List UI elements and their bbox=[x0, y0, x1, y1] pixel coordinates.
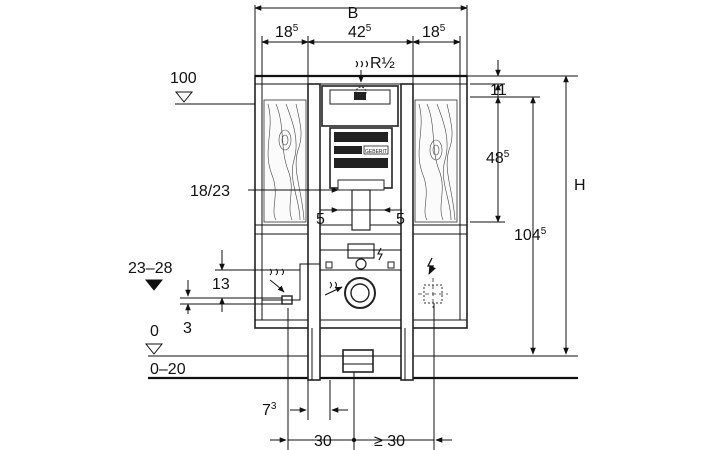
wood-board-left bbox=[263, 99, 307, 223]
brand-label: GEBERIT bbox=[365, 149, 387, 155]
electric-icon bbox=[426, 257, 436, 275]
thread-label: R½ bbox=[370, 55, 395, 72]
dim-30: 30 bbox=[314, 433, 332, 450]
dim-total-height: 1045 bbox=[514, 226, 547, 244]
water-connection-icon bbox=[262, 263, 343, 305]
mounting-bars bbox=[320, 249, 401, 271]
dim-spacing: 18/23 bbox=[190, 183, 230, 200]
dim-center: 425 bbox=[348, 23, 372, 41]
electric-icon-small bbox=[377, 247, 383, 261]
dim-13: 13 bbox=[212, 276, 230, 293]
level-marker-23-28 bbox=[144, 279, 164, 291]
dim-left-side: 185 bbox=[275, 23, 299, 41]
level-label-23-28: 23–28 bbox=[128, 260, 173, 277]
level-label-0: 0 bbox=[150, 323, 159, 340]
wood-board-right bbox=[414, 99, 458, 223]
dim-7: 73 bbox=[262, 401, 277, 419]
dim-gap-right: 5 bbox=[396, 211, 405, 228]
extension-lines bbox=[175, 5, 578, 450]
dim-top-offset: 11 bbox=[490, 82, 507, 99]
dimension-lines bbox=[180, 5, 569, 443]
level-marker-100 bbox=[174, 91, 194, 103]
socket-box bbox=[418, 278, 448, 308]
dim-width-B: B bbox=[348, 5, 359, 22]
dim-height-H: H bbox=[574, 177, 586, 194]
dim-3: 3 bbox=[183, 320, 192, 337]
dim-right-side: 185 bbox=[422, 23, 446, 41]
level-label-100: 100 bbox=[170, 70, 197, 87]
water-supply-icon bbox=[355, 60, 369, 98]
dim-min-30: ≥ 30 bbox=[374, 433, 405, 450]
dim-gap-left: 5 bbox=[316, 211, 325, 228]
dim-bracket-height: 485 bbox=[486, 149, 510, 167]
level-marker-0 bbox=[144, 343, 164, 355]
cistern: GEBERIT bbox=[321, 85, 399, 270]
level-label-0-20: 0–20 bbox=[150, 361, 186, 378]
drain-pipe bbox=[342, 277, 376, 373]
